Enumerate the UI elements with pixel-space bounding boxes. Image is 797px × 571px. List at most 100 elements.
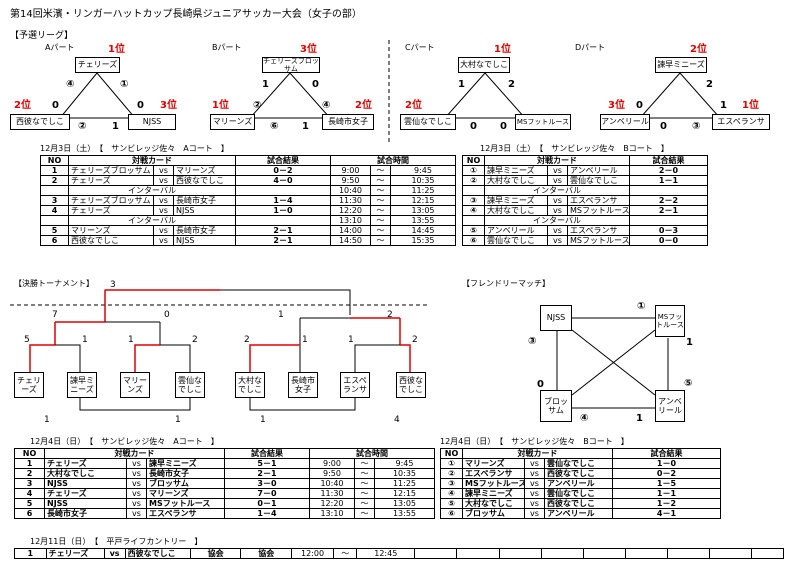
- col-result: 試合結果: [612, 448, 721, 459]
- col-time: 試合時間: [308, 448, 436, 459]
- away-team: 西彼なでしこ: [544, 468, 613, 479]
- group-d-top-rank: 2位: [690, 44, 707, 55]
- vs-label: vs: [524, 478, 545, 489]
- away-team: アンベリール: [544, 508, 613, 519]
- bottom-score: 1: [175, 415, 181, 425]
- home-team: チェリーズ: [44, 458, 127, 469]
- friendly-label: 【フレンドリーマッチ】: [462, 279, 550, 288]
- match-result: 0－3: [629, 225, 708, 236]
- match-result: 1－4: [235, 195, 331, 206]
- tournament-team: 諫早ミニーズ: [67, 372, 97, 398]
- home-team: ブロッサム: [462, 508, 525, 519]
- end-time: 10:35: [373, 468, 436, 479]
- match-no: 2: [14, 468, 45, 479]
- away-team: エスペランサ: [567, 195, 630, 206]
- away-team: MSフットルース: [567, 205, 630, 216]
- group-b-circle-b: ⑥: [270, 121, 279, 132]
- tournament-label: 【決勝トーナメント】: [14, 279, 94, 288]
- group-b-label: Bパート: [212, 43, 242, 52]
- home-team: 大村なでしこ: [484, 175, 548, 186]
- start-time: 9:00: [309, 458, 355, 469]
- group-b-top-team: チェリーズブロッサム: [262, 56, 320, 73]
- q-score: 2: [244, 335, 250, 345]
- table-header-row: NO 対戦カード 試合結果 試合時間: [40, 155, 457, 166]
- tilde: ～: [370, 185, 391, 196]
- group-a-top-rank: 1位: [108, 44, 125, 55]
- col-card: 対戦カード: [44, 448, 225, 459]
- match-result: 7－0: [224, 488, 310, 499]
- match-result: 協会: [189, 548, 242, 559]
- bottom-score: 1: [260, 415, 266, 425]
- home-team: NJSS: [44, 478, 127, 489]
- end-time: 10:35: [389, 175, 457, 186]
- start-time: 9:50: [330, 175, 371, 186]
- friendly-team-tr: MSフットルース: [655, 305, 685, 337]
- tilde: ～: [354, 488, 375, 499]
- match-result: 5－1: [224, 458, 310, 469]
- group-c-top-right-score: 2: [508, 79, 515, 90]
- tilde: ～: [333, 548, 358, 559]
- match-no: 5: [40, 225, 69, 236]
- semi2-right-score: 2: [387, 310, 393, 320]
- match-result: 0－2: [612, 468, 721, 479]
- group-a-circle-tr: ①: [120, 79, 129, 90]
- tilde: ～: [370, 205, 391, 216]
- end-time: 12:45: [356, 548, 416, 559]
- away-team: アンベリール: [567, 165, 630, 176]
- end-time: 13:55: [373, 508, 436, 519]
- group-b-right-rank: 2位: [355, 100, 372, 111]
- match-result: 0－1: [224, 498, 310, 509]
- group-a-top-team: チェリーズ: [75, 57, 120, 73]
- vs-label: vs: [126, 478, 147, 489]
- col-no: NO: [440, 448, 463, 459]
- q-score: 5: [24, 335, 30, 345]
- away-team: NJSS: [173, 235, 236, 246]
- match-result: 2－1: [235, 225, 331, 236]
- group-d-left-rank: 3位: [608, 100, 625, 111]
- day1-a-header: 12月3日（土） 【 サンビレッジ佐々 Aコート 】: [40, 144, 229, 153]
- vs-label: vs: [153, 205, 174, 216]
- tournament-team: 長崎市女子: [288, 372, 318, 398]
- vs-label: vs: [524, 458, 545, 469]
- vs-label: vs: [126, 488, 147, 499]
- tilde: ～: [370, 175, 391, 186]
- vs-label: vs: [547, 165, 568, 176]
- group-b-circle-tr: ④: [322, 100, 331, 111]
- friendly-circle-right: ⑤: [684, 378, 693, 389]
- home-team: 雲仙なでしこ: [484, 235, 548, 246]
- tilde: ～: [354, 508, 375, 519]
- end-time: 13:05: [389, 205, 457, 216]
- away-team: 諫早ミニーズ: [146, 458, 225, 469]
- friendly-team-tl: NJSS: [540, 305, 572, 331]
- end-time: 13:55: [389, 215, 457, 226]
- away-team: 西彼なでしこ: [124, 548, 191, 559]
- group-a-circle-tl: ④: [66, 79, 75, 90]
- group-a-label: Aパート: [45, 43, 75, 52]
- away-team: MSフットルース: [146, 498, 225, 509]
- tilde: ～: [370, 235, 391, 246]
- semi2-left-score: 1: [278, 310, 284, 320]
- end-time: 12:15: [389, 195, 457, 206]
- match-result: 0－2: [235, 165, 331, 176]
- start-time: 11:30: [330, 195, 371, 206]
- start-time: 12:20: [330, 205, 371, 216]
- tilde: ～: [354, 468, 375, 479]
- away-team: アンベリール: [544, 478, 613, 489]
- away-team: NJSS: [173, 205, 236, 216]
- away-team: エスペランサ: [567, 225, 630, 236]
- end-time: 15:35: [389, 235, 457, 246]
- vs-label: vs: [103, 548, 126, 559]
- vs-label: vs: [547, 195, 568, 206]
- group-d-right-score: 1: [720, 100, 727, 111]
- col-card: 対戦カード: [68, 155, 236, 166]
- vs-label: vs: [153, 195, 174, 206]
- table-row: 1 チェリーズ vs 西彼なでしこ 協会 協会 12:00 ～ 12:45: [14, 548, 784, 559]
- tournament-team: エスペランサ: [340, 372, 370, 398]
